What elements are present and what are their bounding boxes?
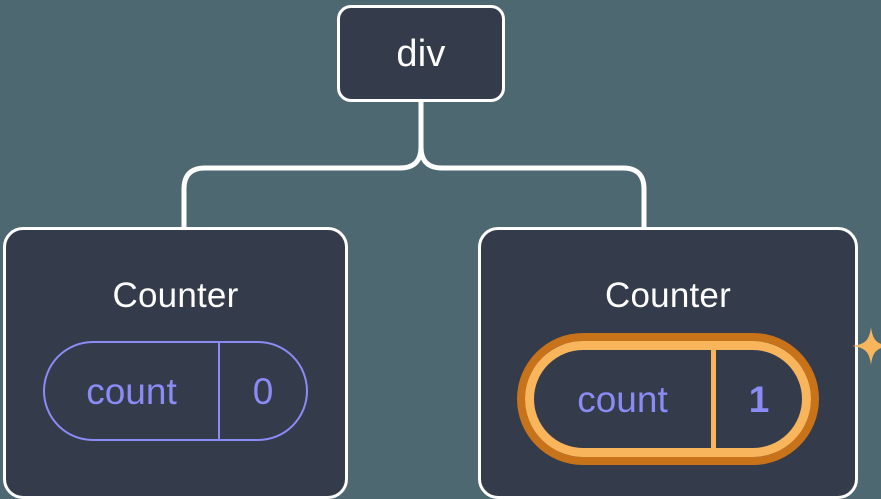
state-value-left: 0	[252, 370, 274, 412]
state-pill-wrap-right: count 1	[481, 327, 881, 457]
node-counter-right[interactable]: Counter count 1	[478, 227, 881, 499]
sparkle-four-point-icon	[852, 327, 881, 365]
state-pill-divider-left	[218, 343, 220, 439]
state-pill-divider-right	[711, 350, 716, 448]
connector-edge-right	[418, 99, 647, 230]
node-counter-right-label: Counter	[605, 276, 731, 315]
state-pill-value-cell-right: 1	[716, 350, 802, 448]
node-div-label: div	[396, 32, 446, 75]
node-counter-left[interactable]: Counter count 0	[3, 227, 348, 499]
state-pill-name-cell-right: count	[534, 350, 711, 448]
state-pill-name-cell-left: count	[45, 343, 218, 439]
sparkles-group	[852, 327, 881, 365]
node-div[interactable]: div	[337, 5, 505, 102]
state-name-right: count	[577, 378, 668, 420]
state-pill-count-left[interactable]: count 0	[43, 341, 308, 441]
state-name-left: count	[86, 370, 177, 412]
connector-edge-left	[181, 99, 424, 230]
state-value-right: 1	[748, 378, 770, 420]
node-counter-left-label: Counter	[112, 276, 239, 315]
state-pill-wrap-left: count 0	[6, 341, 345, 441]
state-pill-count-right[interactable]: count 1	[525, 341, 811, 457]
state-pill-value-cell-left: 0	[220, 343, 306, 439]
